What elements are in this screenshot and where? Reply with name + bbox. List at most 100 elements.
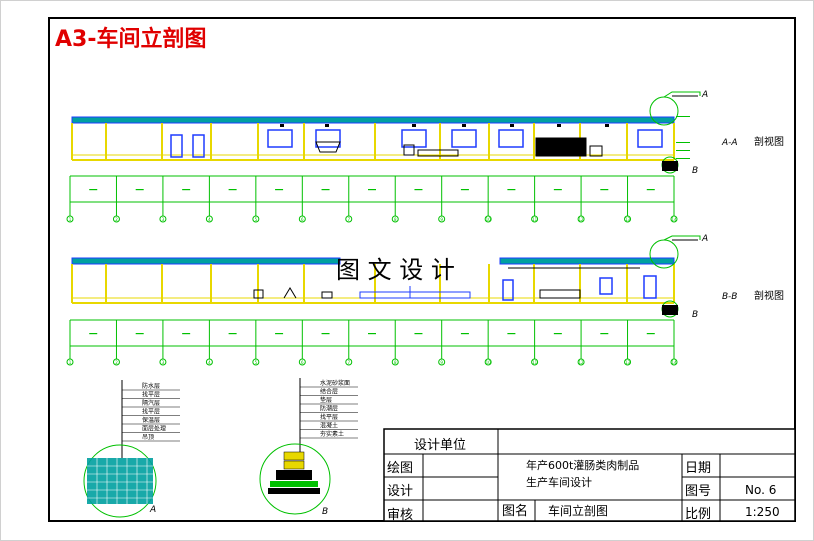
window-a-4: [451, 129, 477, 148]
equipment-b: [253, 267, 640, 299]
roof-slab-b-left: [71, 257, 341, 265]
axis-label: 10: [486, 360, 492, 365]
detail-b-slab: [276, 470, 312, 480]
dimension-mark: [414, 333, 423, 335]
axis-bubble: [624, 215, 632, 223]
dimension-mark: [460, 333, 469, 335]
drawing-name-value: 车间立剖图: [548, 503, 608, 518]
axis-bubble: [345, 215, 353, 223]
scale-label: 比例: [685, 507, 711, 522]
roof-slab-b-right: [499, 257, 675, 265]
axis-bubble: [438, 215, 446, 223]
detail-a-hatch: [87, 458, 153, 504]
axis-bubble: [670, 358, 678, 366]
dimension-mark: [553, 189, 562, 191]
layer-label: 找平层: [142, 408, 160, 416]
detail-letter-a: B: [692, 166, 698, 176]
axis-label: 11: [532, 217, 538, 222]
axis-bubble: [391, 215, 399, 223]
dimension-mark: [600, 333, 609, 335]
window-a-2: [315, 129, 341, 148]
watermark-text: 图 文 设 计: [336, 256, 455, 284]
dimension-mark: [460, 189, 469, 191]
dimension-mark: [507, 189, 516, 191]
layer-label: 防水层: [142, 382, 160, 390]
dimension-mark: [275, 189, 284, 191]
drawn-label: 绘图: [387, 461, 413, 476]
axis-bubble: [577, 215, 585, 223]
window-a-6: [637, 129, 663, 148]
dimension-mark: [228, 189, 237, 191]
axis-label: 10: [486, 217, 492, 222]
dimension-mark: [135, 333, 144, 335]
axis-bubble: [205, 358, 213, 366]
axis-label: 2: [115, 360, 118, 365]
drawing-no-value: No. 6: [745, 483, 776, 497]
lamps-a: [280, 124, 609, 127]
drawing-name-label: 图名: [502, 503, 528, 519]
layer-label: 找平层: [320, 413, 338, 421]
dimension-mark: [135, 189, 144, 191]
title-block-frame: [383, 428, 796, 522]
date-label: 日期: [685, 461, 711, 476]
axis-label: 9: [440, 360, 443, 365]
axis-label: 12: [579, 217, 585, 222]
axis-label: 1: [69, 360, 72, 365]
columns-a: [71, 123, 675, 160]
dimension-mark: [89, 189, 98, 191]
axis-bubble: [577, 358, 585, 366]
section-suffix-a: 剖视图: [754, 135, 784, 148]
axis-label: 7: [347, 360, 350, 365]
layer-label: 混凝土: [320, 422, 338, 430]
axis-bubble: [391, 358, 399, 366]
axis-bubble: [252, 215, 260, 223]
door-a-2: [192, 134, 205, 158]
dimension-mark: [228, 333, 237, 335]
axis-label: 4: [208, 360, 211, 365]
columns-b: [71, 264, 675, 303]
axis-bubble: [159, 358, 167, 366]
title-block: 设计单位 绘图 设计 审核 年产600t灌肠类肉制品 生产车间设计 日期 图号 …: [383, 428, 796, 523]
door-b-2: [643, 275, 657, 299]
axis-bubble: [531, 215, 539, 223]
detail-b-letter: B: [322, 507, 328, 517]
layer-label: 吊顶: [142, 434, 154, 441]
detail-b-subgrade: [268, 488, 320, 494]
axis-bubble: [252, 358, 260, 366]
dimension-mark: [89, 333, 98, 335]
project-name-line1: 年产600t灌肠类肉制品: [526, 458, 639, 472]
design-unit-label: 设计单位: [414, 438, 466, 453]
axis-label: 8: [394, 360, 397, 365]
equipment-a: [315, 137, 603, 157]
section-label-b: B-B: [722, 292, 737, 302]
detail-a-circle: [83, 444, 157, 518]
axis-label: 14: [671, 360, 677, 365]
detail-b-block-2: [283, 460, 305, 470]
layer-label: 夯实素土: [320, 430, 344, 438]
axis-label: 12: [579, 360, 585, 365]
leader-letter-a: A: [701, 90, 708, 100]
dimension-mark: [275, 333, 284, 335]
detail-b-circle: [259, 443, 331, 515]
axis-bubble: [531, 358, 539, 366]
axis-label: 3: [162, 360, 165, 365]
detail-a-grid: [87, 458, 153, 504]
detail-hatch-a: [662, 161, 678, 171]
detail-b-base: [270, 481, 318, 487]
leader-b: [663, 235, 701, 241]
axis-label: 13: [625, 217, 631, 222]
drawing-no-label: 图号: [685, 484, 711, 499]
axis-label: 7: [347, 217, 350, 222]
dimension-mark: [368, 189, 376, 191]
dimension-mark: [600, 189, 609, 191]
axis-bubble: [112, 215, 120, 223]
axis-label: 14: [671, 217, 677, 222]
dimension-mark: [553, 333, 562, 335]
axis-label: 5: [255, 217, 258, 222]
layer-label: 防潮层: [320, 405, 338, 413]
